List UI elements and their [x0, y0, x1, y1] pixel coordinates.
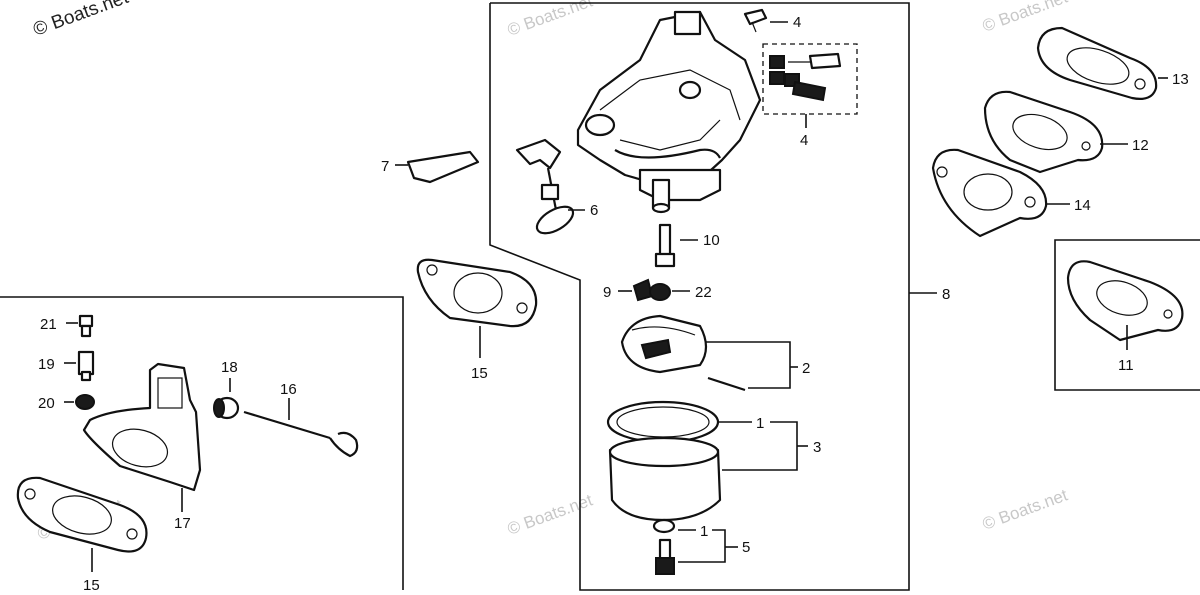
part-11-insulator: 11	[1066, 260, 1184, 374]
part-10-main-jet: 10	[654, 223, 720, 268]
watermark: © Boats.net	[505, 0, 595, 40]
callout-14: 14	[1074, 197, 1091, 214]
part-13-gasket: 13	[1036, 26, 1189, 100]
screw-kit-4: 4	[762, 43, 858, 149]
callout-6: 6	[590, 202, 598, 219]
part-6-choke: 6	[515, 138, 598, 235]
callout-17: 17	[174, 515, 191, 532]
callout-10: 10	[703, 232, 720, 249]
callout-9: 9	[603, 284, 611, 301]
inset-box-11	[1054, 239, 1200, 391]
part-5-drain-bolt: 1 5	[652, 518, 750, 575]
watermark: © Boats.net	[31, 0, 132, 41]
callout-4-kit: 4	[800, 132, 808, 149]
callout-1-gasket: 1	[756, 415, 764, 432]
part-3-float-chamber: 1 3	[606, 400, 821, 522]
callout-15-center: 15	[471, 365, 488, 382]
callout-19: 19	[38, 356, 55, 373]
part-2-float: 2	[620, 314, 810, 392]
part-15-gasket-left: 15	[16, 476, 148, 594]
assembly-boundary-8	[489, 2, 910, 591]
part-16-rod: 16	[243, 381, 359, 458]
part-14-gasket: 14	[931, 148, 1091, 238]
callout-11: 11	[1118, 357, 1134, 374]
carburetor-body	[576, 10, 762, 214]
callout-12: 12	[1132, 137, 1149, 154]
part-12-insulator: 12	[983, 90, 1149, 174]
part-20-nut: 20	[38, 394, 95, 412]
callout-3: 3	[813, 439, 821, 456]
callout-22: 22	[695, 284, 712, 301]
part-19-spacer: 19	[38, 350, 95, 382]
callout-1-washer: 1	[700, 523, 708, 540]
callout-4-top: 4	[793, 14, 801, 31]
part-9-and-22: 9 22	[603, 278, 712, 302]
watermark: © Boats.net	[505, 490, 595, 538]
screw-4-top: 4	[743, 8, 801, 33]
callout-16: 16	[280, 381, 297, 398]
callout-20: 20	[38, 395, 55, 412]
callout-8: 8	[942, 286, 950, 303]
watermark: © Boats.net	[980, 485, 1070, 533]
callout-13: 13	[1172, 71, 1189, 88]
callout-7: 7	[381, 158, 389, 175]
assembly-boundary-left	[0, 296, 404, 590]
callout-18: 18	[221, 359, 238, 376]
part-21-screw: 21	[40, 314, 94, 338]
part-17-bracket-gasket: 17	[82, 362, 202, 532]
callout-21: 21	[40, 316, 57, 333]
part-15-gasket-center: 15	[416, 258, 538, 382]
part-7-plate: 7	[381, 150, 480, 184]
callout-15-left: 15	[83, 577, 100, 594]
part-18-grommet: 18	[213, 359, 240, 420]
callout-2: 2	[802, 360, 810, 377]
callout-5: 5	[742, 539, 750, 556]
